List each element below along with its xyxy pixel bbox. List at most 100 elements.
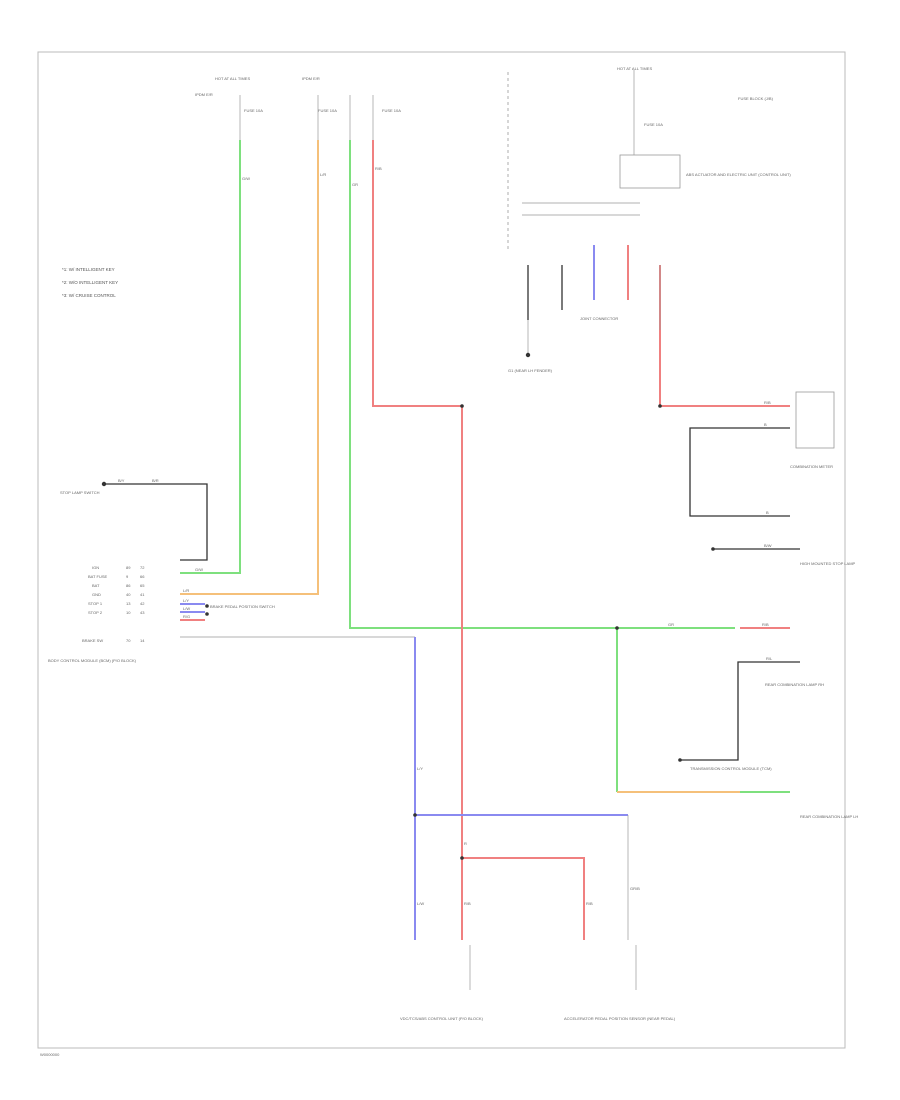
label-brake-pedal: BRAKE PEDAL POSITION SWITCH	[210, 604, 275, 609]
code-lt-gn: G/W	[195, 567, 203, 572]
code-gn1: G/W	[242, 176, 250, 181]
bcm-pin-1: 9	[126, 574, 129, 579]
label-tcm: TRANSMISSION CONTROL MODULE (TCM)	[690, 766, 772, 771]
code-lt-rd: R/G	[183, 614, 190, 619]
bcm-pin-5: 10	[126, 610, 131, 615]
bcm-dot-1	[101, 481, 107, 487]
fuse-left-c: FUSE 10A	[382, 108, 401, 113]
bcm-pin-0: 89	[126, 565, 131, 570]
fuse-right-note: FUSE BLOCK (J/B)	[738, 96, 774, 101]
wire-black-3	[689, 427, 790, 517]
wire-orange-1	[180, 140, 319, 595]
code-sw1: B/Y	[118, 478, 125, 483]
code-rd1: R/B	[375, 166, 382, 171]
label-bcm-left: BODY CONTROL MODULE (BCM) (P/O BLOCK)	[48, 658, 137, 663]
code-sw5: R/L	[766, 656, 773, 661]
code-mid-rd: R/B	[762, 622, 769, 627]
code-gn2: GR	[352, 182, 358, 187]
code-rt-blk: B	[764, 422, 767, 427]
code-sw4: B/W	[764, 543, 772, 548]
wire-red-5	[659, 265, 790, 407]
splice-5	[658, 404, 662, 408]
bcm-pin-label-6: BRAKE SW	[82, 638, 103, 643]
fuse-right-fuse: FUSE 10A	[644, 122, 663, 127]
bcm-pin-label-0: IGN	[92, 565, 99, 570]
code-bu-v2: L/W	[417, 901, 424, 906]
diagram-frame	[37, 51, 846, 1049]
bcm-pin-3: 40	[126, 592, 131, 597]
label-bottom-right: ACCELERATOR PEDAL POSITION SENSOR (NEAR …	[564, 1016, 676, 1021]
label-stop-lamp-lh: REAR COMBINATION LAMP LH	[800, 814, 858, 819]
fuse-left-title: HOT AT ALL TIMES	[215, 76, 250, 81]
code-rt-rd: R/B	[764, 400, 771, 405]
bcm-pin-2: 86	[126, 583, 131, 588]
bcm-rpin-3: 41	[140, 592, 145, 597]
bcm-dot-3	[205, 612, 209, 616]
ipdm-title: IPDM E/R	[302, 76, 320, 81]
bcm-pin-label-4: STOP 1	[88, 601, 103, 606]
label-stop-lamp: HIGH MOUNTED STOP LAMP	[800, 561, 856, 566]
code-lt-or: L/R	[183, 588, 189, 593]
fuse-right-title: HOT AT ALL TIMES	[617, 66, 652, 71]
sw-dot-1	[711, 547, 715, 551]
bcm-rpin-1: 66	[140, 574, 145, 579]
fuse-left-b: FUSE 10A	[318, 108, 337, 113]
label-bottom-left: VDC/TCS/ABS CONTROL UNIT (P/O BLOCK)	[400, 1016, 484, 1021]
relay-box	[619, 154, 681, 189]
code-sw3: B	[766, 510, 769, 515]
splice-3	[413, 813, 417, 817]
bcm-dot-2	[205, 604, 209, 608]
component-labels: BODY CONTROL MODULE (BCM) (P/O BLOCK) ST…	[48, 172, 858, 1021]
label-joint-conn: JOINT CONNECTOR	[580, 316, 618, 321]
code-rd-v3: R/B	[586, 901, 593, 906]
fuse-block-left: HOT AT ALL TIMES IPDM E/R FUSE 10A FUSE …	[195, 76, 401, 113]
code-mid-gn: GR	[668, 622, 674, 627]
combo-meter-box	[795, 391, 835, 449]
splice-2	[615, 626, 619, 630]
code-gy-v: GR/B	[630, 886, 640, 891]
legend-item-1: *1: W/ INTELLIGENT KEY	[62, 267, 115, 272]
wire-black-6	[104, 483, 208, 561]
label-combo-meter: COMBINATION METER	[790, 464, 833, 469]
legend-item-2: *2: W/O INTELLIGENT KEY	[62, 280, 118, 285]
label-stop-lamp-rh: REAR COMBINATION LAMP RH	[765, 682, 824, 687]
code-lt-bu1: L/Y	[183, 598, 189, 603]
code-lt-bu2: L/W	[183, 606, 190, 611]
wire-green-2	[349, 140, 735, 629]
code-bu-v1: L/Y	[417, 766, 423, 771]
splice-1	[460, 404, 464, 408]
ground-dot	[525, 352, 531, 358]
bcm-rpin-4: 42	[140, 601, 145, 606]
label-abs: ABS ACTUATOR AND ELECTRIC UNIT (CONTROL …	[686, 172, 791, 177]
bcm-pin-label-3: GND	[92, 592, 101, 597]
fuse-left-name: IPDM E/R	[195, 92, 213, 97]
bcm-rpin-6: 14	[140, 638, 145, 643]
bcm-rpin-0: 72	[140, 565, 145, 570]
label-ground-top: G1 (NEAR LH FENDER)	[508, 368, 553, 373]
legend-item-3: *3: W/ CRUISE CONTROL	[62, 293, 116, 298]
bcm-connector-left: IGN BAT FUSE BAT GND STOP 1 STOP 2 BRAKE…	[82, 565, 145, 643]
bcm-rpin-2: 65	[140, 583, 145, 588]
bcm-rpin-5: 43	[140, 610, 145, 615]
wire-labels: G/W L/R GR R/B G/W L/R L/Y L/W R/G GR R/…	[118, 166, 773, 906]
bcm-pin-6: 70	[126, 638, 131, 643]
fuse-left-a: FUSE 10A	[244, 108, 263, 113]
code-or1: L/R	[320, 172, 326, 177]
bcm-pin-label-2: BAT	[92, 583, 100, 588]
bcm-pin-label-5: STOP 2	[88, 610, 103, 615]
code-sw2: B/R	[152, 478, 159, 483]
fuse-block-right: HOT AT ALL TIMES FUSE 10A FUSE BLOCK (J/…	[617, 66, 774, 189]
bcm-pin-label-1: BAT FUSE	[88, 574, 108, 579]
sw-dot-2	[678, 758, 682, 762]
code-rd-v2: R/B	[464, 901, 471, 906]
legend: *1: W/ INTELLIGENT KEY *2: W/O INTELLIGE…	[62, 267, 118, 298]
code-rd-v1: R	[464, 841, 467, 846]
label-brake-switch: STOP LAMP SWITCH	[60, 490, 100, 495]
wire-black-5	[680, 661, 800, 761]
wire-red-2	[462, 857, 585, 940]
bcm-pin-4: 13	[126, 601, 131, 606]
splice-4	[460, 856, 464, 860]
wire-red-1	[372, 140, 463, 940]
frame-corner-id: W0000000	[40, 1052, 60, 1057]
